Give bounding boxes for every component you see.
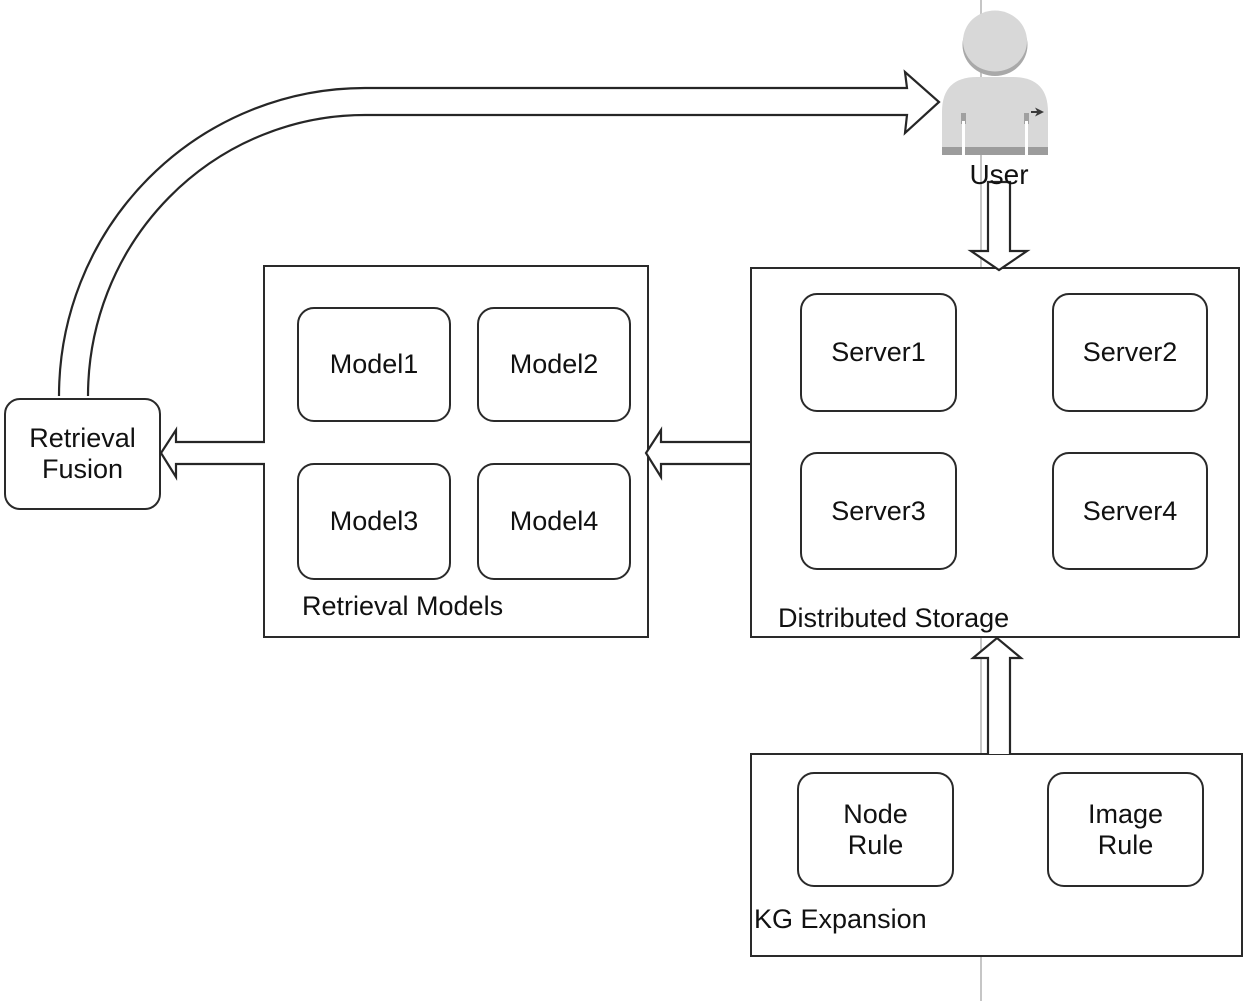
node-rule-node: Node Rule — [797, 772, 954, 887]
user-label: User — [969, 159, 1029, 190]
server4-node: Server4 — [1052, 452, 1208, 570]
model2-node: Model2 — [477, 307, 631, 422]
arrow-fusion-to-user — [57, 69, 941, 397]
server2-node: Server2 — [1052, 293, 1208, 412]
model4-node: Model4 — [477, 463, 631, 580]
node-rule-label: Node Rule — [843, 798, 908, 860]
retrieval-fusion-label: Retrieval Fusion — [29, 423, 136, 484]
distributed-storage-caption: Distributed Storage — [778, 603, 1010, 633]
model1-node: Model1 — [297, 307, 451, 422]
model3-node: Model3 — [297, 463, 451, 580]
image-rule-node: Image Rule — [1047, 772, 1204, 887]
server3-label: Server3 — [831, 495, 926, 526]
model2-label: Model2 — [509, 349, 599, 379]
retrieval-fusion-node: Retrieval Fusion — [4, 398, 161, 510]
retrieval-models-caption: Retrieval Models — [302, 591, 504, 621]
server4-label: Server4 — [1082, 495, 1178, 526]
image-rule-label: Image Rule — [1087, 798, 1164, 860]
server1-label: Server1 — [831, 337, 926, 367]
model1-label: Model1 — [329, 349, 419, 379]
server3-node: Server3 — [800, 452, 957, 570]
server2-label: Server2 — [1082, 337, 1178, 367]
model4-label: Model4 — [509, 506, 599, 536]
kg-expansion-caption: KG Expansion — [754, 904, 927, 934]
model3-label: Model3 — [329, 506, 419, 536]
server1-node: Server1 — [800, 293, 957, 412]
